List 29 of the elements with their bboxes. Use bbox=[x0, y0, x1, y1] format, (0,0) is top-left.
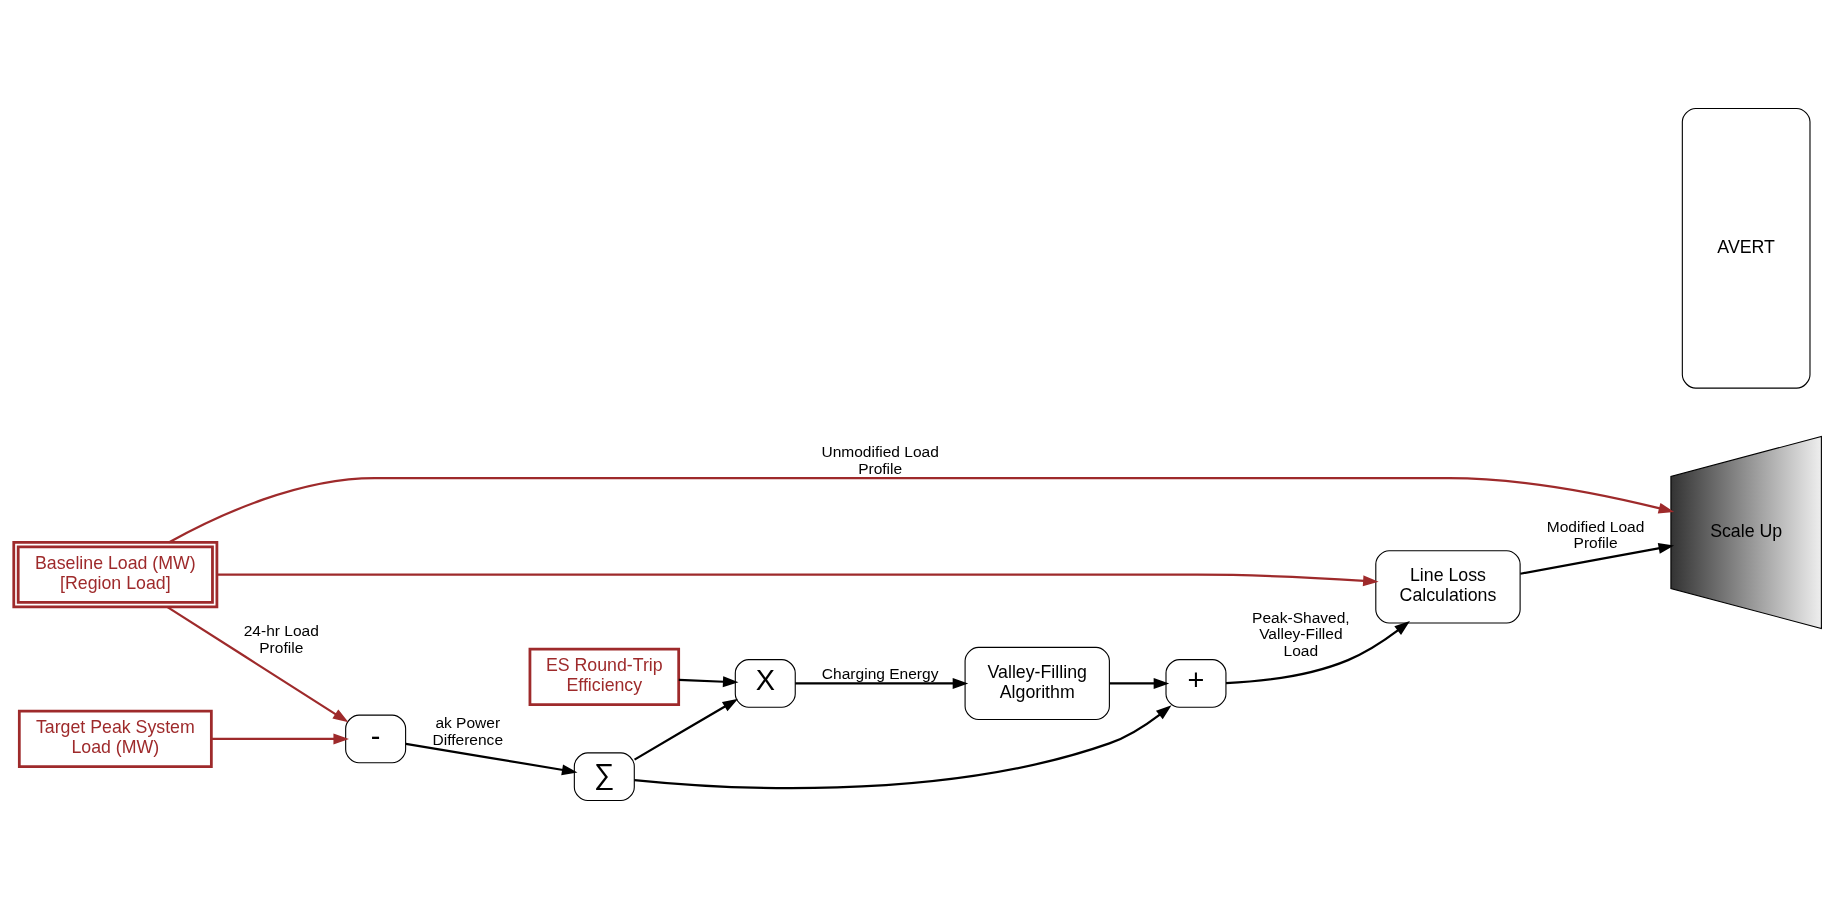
edge-label: Charging Energy bbox=[821, 664, 938, 682]
node-box: Target Peak System Load (MW) bbox=[17, 709, 213, 768]
arrow bbox=[168, 476, 1674, 543]
node-box: Scale Up bbox=[1669, 435, 1822, 629]
arrow bbox=[1519, 542, 1674, 575]
arrow bbox=[794, 677, 968, 689]
arrow bbox=[633, 704, 1172, 789]
arrow bbox=[678, 675, 738, 687]
edge-label: 24-hr Load Profile bbox=[243, 621, 319, 656]
edge-label: Modified Load Profile bbox=[1546, 517, 1644, 551]
node-box: ∑ bbox=[573, 751, 635, 801]
node-box: ES Round-Trip Efficiency bbox=[528, 647, 680, 706]
arrow bbox=[1225, 620, 1410, 684]
node-box: Baseline Load (MW) [Region Load] bbox=[11, 540, 218, 608]
arrow bbox=[633, 698, 738, 761]
node-box: AVERT bbox=[1681, 107, 1811, 389]
edge-label: Unmodified Load Profile bbox=[820, 442, 939, 477]
edge-label: Peak-Shaved, Valley-Filled Load bbox=[1251, 608, 1350, 659]
node-box: Valley-Filling Algorithm bbox=[964, 646, 1110, 720]
arrow bbox=[405, 742, 577, 775]
node-box: + bbox=[1164, 658, 1226, 708]
arrow bbox=[166, 605, 348, 722]
node-box: Line Loss Calculations bbox=[1374, 549, 1521, 623]
arrow bbox=[216, 573, 1379, 586]
arrow bbox=[1109, 677, 1169, 689]
edge-label: ak Power Difference bbox=[432, 713, 503, 748]
node-box: - bbox=[344, 714, 406, 763]
node-box: X bbox=[734, 658, 796, 708]
arrow bbox=[210, 733, 349, 744]
